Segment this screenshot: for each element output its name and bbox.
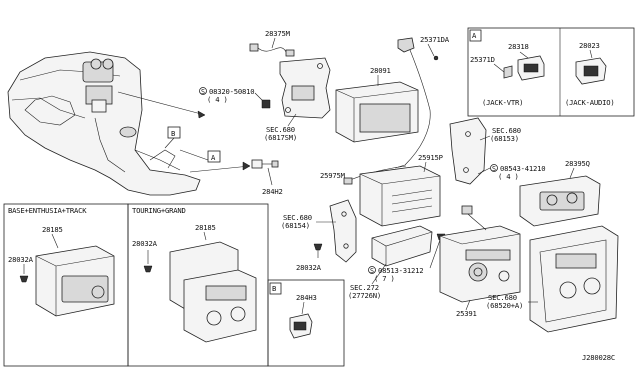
bolt-08543: S 08543-41210 ( 4 ) [477, 164, 546, 181]
inset-box-a: A 28318 25371D (JACK-VTR) 28023 (JACK-AU… [467, 27, 635, 117]
svg-text:A: A [472, 31, 477, 40]
svg-text:08320-50810: 08320-50810 [209, 87, 254, 96]
svg-text:TOURING+GRAND: TOURING+GRAND [132, 206, 186, 215]
callout-box-a-dash: A [207, 150, 221, 163]
svg-text:28091: 28091 [370, 66, 391, 75]
svg-text:SEC.680: SEC.680 [492, 126, 521, 135]
svg-text:(6817SM): (6817SM) [264, 133, 297, 142]
svg-text:25371DA: 25371DA [420, 35, 450, 44]
svg-text:28185: 28185 [42, 225, 63, 234]
svg-text:(JACK-AUDIO): (JACK-AUDIO) [565, 98, 615, 107]
inset-box-b: B 284H3 [267, 279, 345, 367]
svg-text:(68520+A): (68520+A) [486, 301, 523, 310]
dashboard-leaders [117, 91, 251, 173]
svg-text:(JACK-VTR): (JACK-VTR) [482, 98, 523, 107]
svg-text:28032A: 28032A [8, 255, 34, 264]
svg-text:S: S [201, 88, 205, 96]
callout-box-b-dash: B [164, 126, 181, 149]
part-28375M: 28375M [249, 29, 295, 57]
svg-text:SEC.680: SEC.680 [283, 213, 312, 222]
svg-text:A: A [211, 153, 216, 162]
part-27726N: SEC.272 (27726N) [348, 225, 433, 300]
part-25391: 25391 [439, 205, 521, 318]
svg-text:( 7 ): ( 7 ) [374, 274, 395, 283]
svg-text:SEC.680: SEC.680 [488, 293, 517, 302]
svg-text:28032A: 28032A [296, 263, 322, 272]
svg-text:SEC.272: SEC.272 [350, 283, 379, 292]
bezel-68520A: SEC.680 (68520+A) [486, 225, 619, 333]
svg-text:S: S [492, 165, 496, 173]
dashboard-illustration [7, 51, 201, 196]
bolt-08320: S 08320-50810 ( 4 ) [199, 87, 271, 109]
svg-text:25371D: 25371D [470, 55, 495, 64]
svg-text:284H3: 284H3 [296, 293, 317, 302]
svg-text:S: S [370, 267, 374, 275]
svg-text:28318: 28318 [508, 42, 529, 51]
part-25975M: 25975M [320, 165, 407, 185]
svg-text:284H2: 284H2 [262, 187, 283, 196]
screw-28032A-main: 28032A [296, 243, 323, 272]
svg-text:( 4 ): ( 4 ) [498, 172, 519, 181]
svg-text:25915P: 25915P [418, 153, 443, 162]
part-25371DA: 25371DA [394, 35, 450, 169]
svg-text:28375M: 28375M [265, 29, 291, 38]
svg-text:28395Q: 28395Q [565, 159, 590, 168]
bracket-68153: SEC.680 (68153) [449, 117, 521, 185]
svg-text:(68154): (68154) [281, 221, 310, 230]
svg-text:(27726N): (27726N) [348, 291, 381, 300]
bracket-68154: SEC.680 (68154) [281, 199, 357, 263]
svg-text:25391: 25391 [456, 309, 477, 318]
bracket-6817SM: SEC.680 (6817SM) [264, 57, 331, 142]
svg-text:B: B [272, 284, 276, 293]
svg-text:28023: 28023 [579, 41, 600, 50]
svg-text:B: B [171, 129, 175, 138]
svg-text:(68153): (68153) [490, 134, 519, 143]
svg-text:08513-31212: 08513-31212 [378, 266, 423, 275]
variant-box-base: BASE+ENTHUSIA+TRACK 28185 28032A [3, 203, 129, 367]
part-25915P: 25915P [359, 153, 443, 227]
part-284H2: 284H2 [251, 159, 283, 196]
svg-text:25975M: 25975M [320, 171, 346, 180]
svg-text:SEC.680: SEC.680 [266, 125, 295, 134]
diagram-code: J280028C [582, 353, 615, 362]
part-28091: 28091 [335, 66, 419, 143]
svg-text:( 4 ): ( 4 ) [207, 95, 228, 104]
svg-text:08543-41210: 08543-41210 [500, 164, 545, 173]
svg-text:28185: 28185 [195, 223, 216, 232]
svg-text:28032A: 28032A [132, 239, 158, 248]
variant-box-touring: TOURING+GRAND 28185 28032A [127, 203, 269, 367]
part-28395Q: 28395Q [519, 159, 601, 227]
svg-text:BASE+ENTHUSIA+TRACK: BASE+ENTHUSIA+TRACK [8, 206, 87, 215]
